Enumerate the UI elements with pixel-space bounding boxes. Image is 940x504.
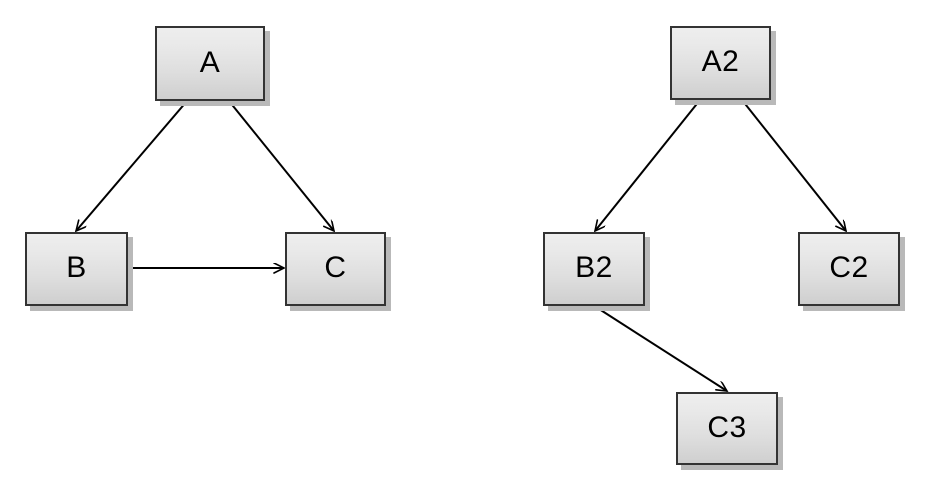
- edge-a2-to-b2: [595, 99, 701, 231]
- node-a2[interactable]: A2: [670, 26, 771, 100]
- edge-a-to-b: [76, 100, 188, 231]
- node-b-label: B: [66, 251, 87, 284]
- node-b2-label: B2: [575, 251, 613, 284]
- node-b2[interactable]: B2: [543, 232, 645, 306]
- node-c-label: C: [324, 251, 347, 284]
- edge-b2-to-c3: [595, 306, 727, 391]
- edge-a2-to-c2: [741, 99, 846, 231]
- node-a2-label: A2: [701, 45, 740, 78]
- node-a[interactable]: A: [155, 26, 265, 101]
- edge-a-to-c: [228, 100, 334, 231]
- node-b[interactable]: B: [25, 232, 128, 306]
- node-c2-label: C2: [829, 251, 869, 284]
- node-c3-label: C3: [707, 410, 747, 444]
- node-c[interactable]: C: [285, 232, 386, 306]
- node-c3[interactable]: C3: [676, 392, 778, 465]
- node-c2[interactable]: C2: [798, 232, 900, 306]
- node-a-label: A: [199, 45, 221, 79]
